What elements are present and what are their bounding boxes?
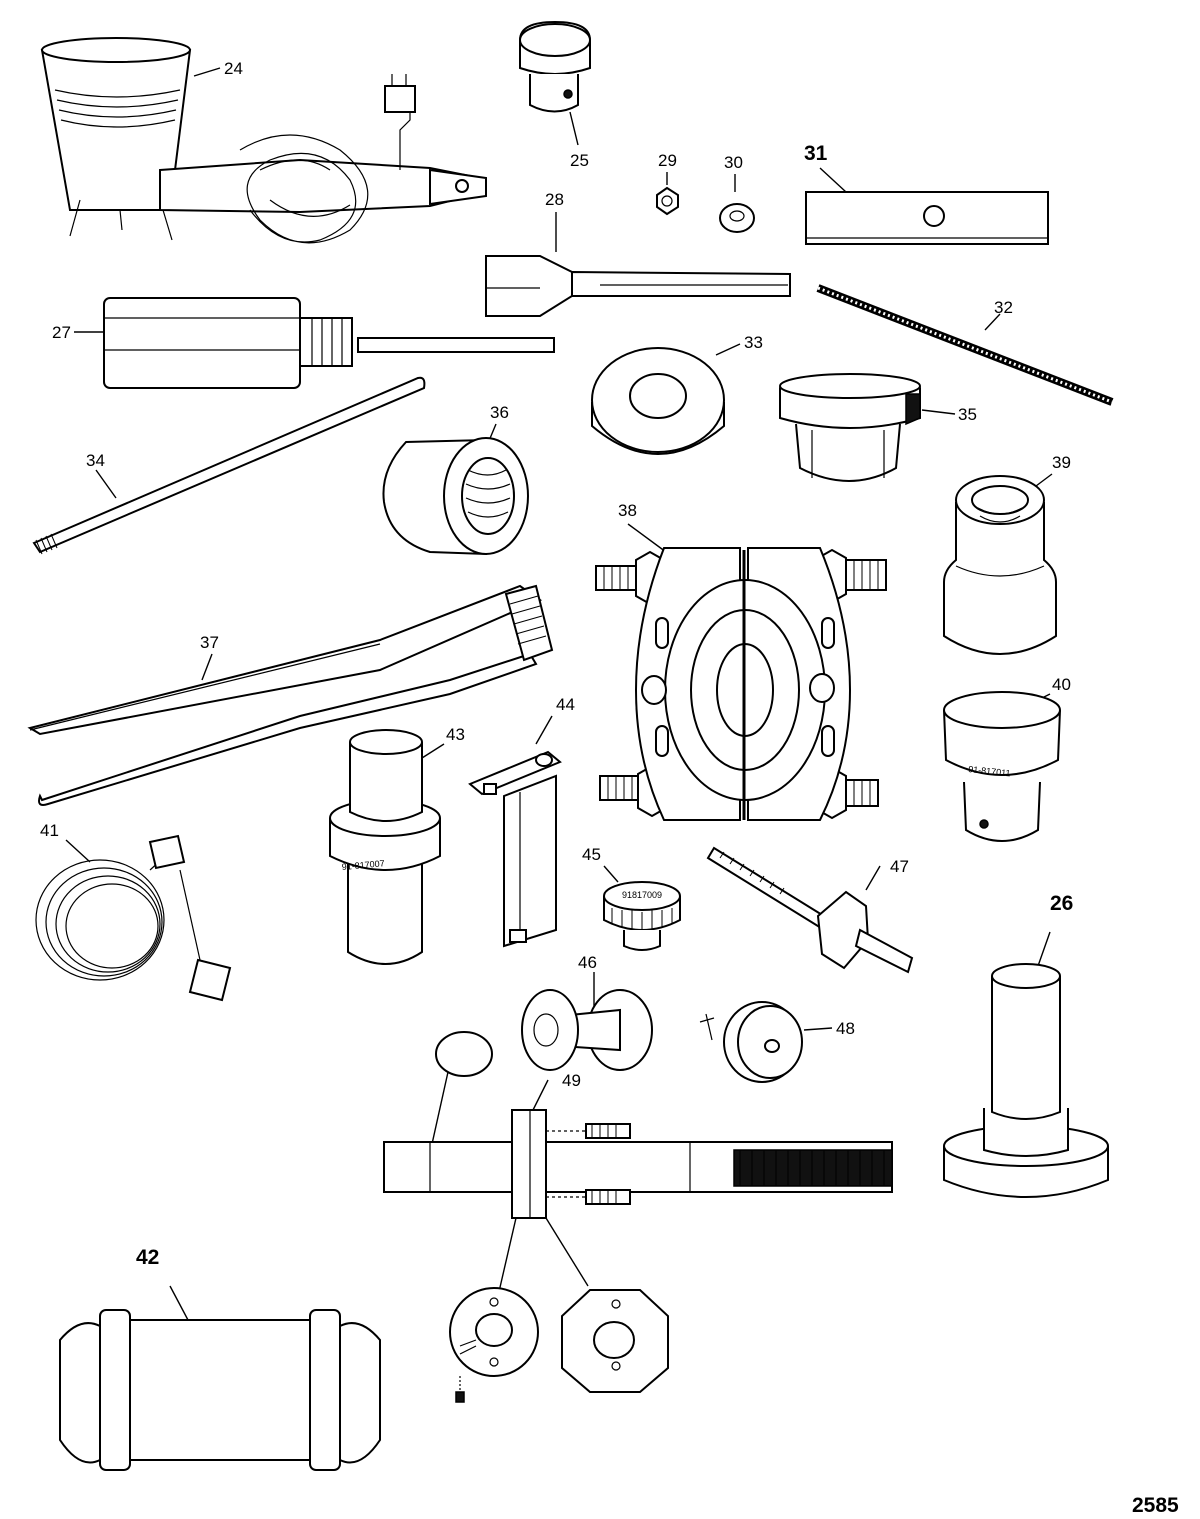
leader-26 bbox=[1037, 931, 1051, 967]
label-37: 37 bbox=[200, 633, 219, 652]
part-38-bearing-separator bbox=[595, 547, 887, 821]
leader-45 bbox=[603, 865, 619, 883]
label-32: 32 bbox=[994, 298, 1013, 317]
label-24: 24 bbox=[224, 59, 243, 78]
part-34-long-rod bbox=[32, 376, 426, 555]
part-26-driver-base bbox=[943, 963, 1109, 1198]
leader-42 bbox=[169, 1285, 189, 1321]
label-41: 41 bbox=[40, 821, 59, 840]
part-31-plate bbox=[805, 191, 1049, 245]
part-49-shaft-assembly bbox=[383, 1031, 893, 1403]
label-35: 35 bbox=[958, 405, 977, 424]
label-26: 26 bbox=[1050, 892, 1073, 915]
label-29: 29 bbox=[658, 151, 677, 170]
leader-48 bbox=[803, 1027, 833, 1031]
part-24-heater-pot bbox=[40, 37, 487, 244]
label-49: 49 bbox=[562, 1071, 581, 1090]
label-33: 33 bbox=[744, 333, 763, 352]
part-28-puller-rod bbox=[485, 255, 791, 317]
leader-38 bbox=[627, 523, 667, 553]
leader-37 bbox=[201, 653, 213, 681]
stamp-45: 91817009 bbox=[622, 890, 662, 900]
label-31: 31 bbox=[804, 142, 828, 165]
label-25: 25 bbox=[570, 151, 589, 170]
part-25-knob bbox=[519, 20, 591, 113]
part-45-knurled-plug: 91817009 bbox=[603, 881, 681, 951]
part-36-threaded-bushing bbox=[382, 437, 529, 556]
part-37-hook-tool bbox=[27, 584, 554, 806]
leader-43 bbox=[421, 743, 445, 759]
label-43: 43 bbox=[446, 725, 465, 744]
part-35-cap bbox=[779, 373, 921, 482]
leader-24 bbox=[193, 67, 221, 77]
leader-35 bbox=[921, 409, 956, 415]
label-27: 27 bbox=[52, 323, 71, 342]
leader-34 bbox=[95, 469, 117, 499]
label-39: 39 bbox=[1052, 453, 1071, 472]
stamp-40: 91-817011 bbox=[968, 764, 1011, 778]
part-32-threaded-rod bbox=[816, 284, 1114, 406]
label-40: 40 bbox=[1052, 675, 1071, 694]
part-29-nut bbox=[656, 186, 679, 216]
leader-44 bbox=[535, 715, 553, 745]
leader-31 bbox=[819, 167, 847, 193]
label-38: 38 bbox=[618, 501, 637, 520]
part-48-knurled-disc bbox=[699, 1001, 803, 1083]
leader-47 bbox=[865, 865, 881, 891]
part-46-spool bbox=[521, 989, 653, 1071]
label-28: 28 bbox=[545, 190, 564, 209]
part-47-puller-bolt bbox=[706, 846, 914, 974]
leader-49 bbox=[531, 1079, 549, 1113]
part-40-driver-head: 91-817011 bbox=[943, 691, 1061, 842]
leader-32 bbox=[984, 313, 1001, 331]
label-44: 44 bbox=[556, 695, 575, 714]
part-43-driver: 91-817007 bbox=[329, 729, 441, 965]
part-27-coupler-nut bbox=[103, 297, 555, 389]
label-34: 34 bbox=[86, 451, 105, 470]
part-33-thick-washer bbox=[591, 347, 725, 455]
part-39-bushing bbox=[943, 475, 1057, 655]
stamp-43: 91-817007 bbox=[341, 858, 385, 872]
part-44-holder-bar bbox=[468, 750, 562, 948]
label-47: 47 bbox=[890, 857, 909, 876]
label-30: 30 bbox=[724, 153, 743, 172]
label-48: 48 bbox=[836, 1019, 855, 1038]
leader-41 bbox=[65, 839, 91, 863]
part-30-washer bbox=[719, 203, 755, 233]
leader-25 bbox=[569, 111, 579, 146]
label-36: 36 bbox=[490, 403, 509, 422]
label-45: 45 bbox=[582, 845, 601, 864]
part-41-cable bbox=[35, 834, 232, 1002]
label-42: 42 bbox=[136, 1246, 159, 1269]
label-46: 46 bbox=[578, 953, 597, 972]
figure-number: 2585 bbox=[1132, 1494, 1179, 1517]
part-42-sleeve bbox=[59, 1309, 381, 1471]
leader-33 bbox=[715, 343, 741, 356]
